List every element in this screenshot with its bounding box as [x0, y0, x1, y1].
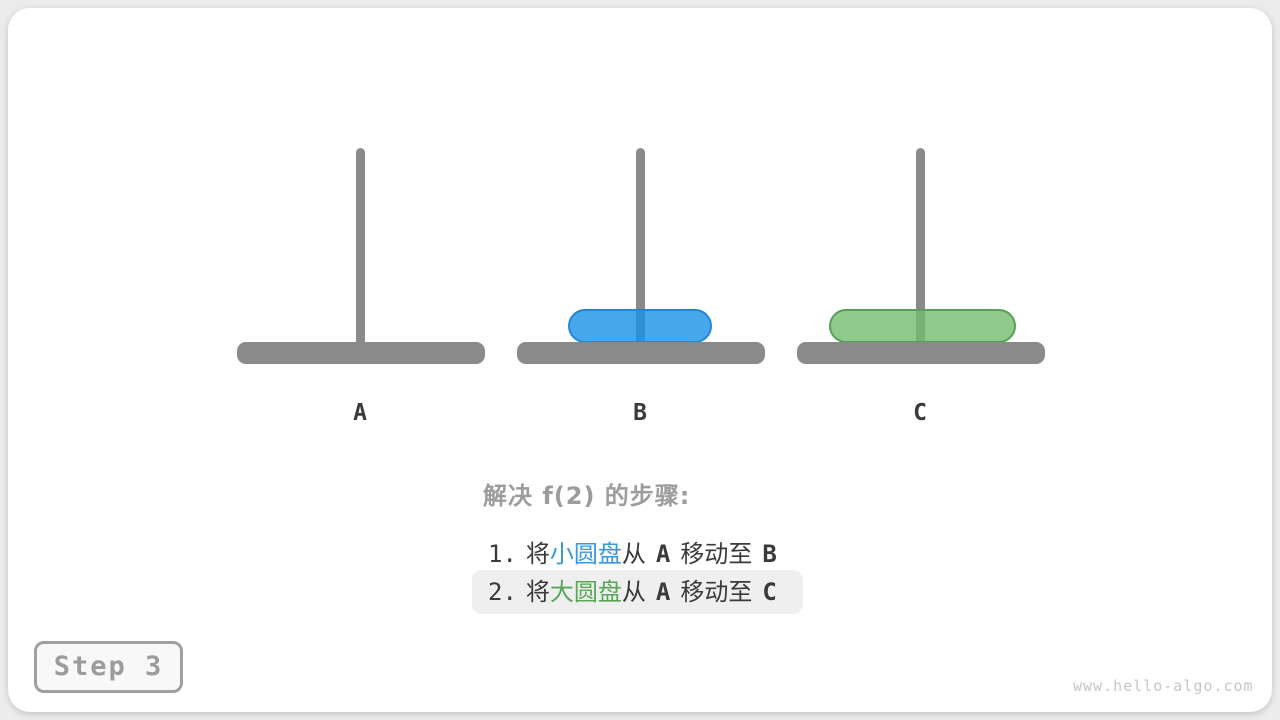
step-badge: Step 3	[34, 641, 183, 693]
peg-c-label: C	[913, 400, 927, 426]
peg-b-label: B	[633, 400, 647, 426]
step-2-seg1: 从	[621, 578, 646, 606]
step-2-to-peg: C	[762, 578, 777, 606]
peg-c-base	[797, 342, 1045, 364]
peg-a-base	[237, 342, 485, 364]
peg-c	[916, 148, 925, 348]
step-2-disk-word: 大圆盘	[549, 578, 622, 606]
peg-a-label: A	[353, 400, 367, 426]
watermark: www.hello-algo.com	[1073, 677, 1254, 695]
steps-title: 解决 f(2) 的步骤:	[483, 482, 691, 510]
step-2-pre: 将	[525, 578, 550, 606]
peg-b	[636, 148, 645, 348]
step-1-number: 1.	[488, 540, 517, 568]
step-1-pre: 将	[525, 540, 550, 568]
step-1-seg2: 移动至	[680, 540, 753, 568]
step-1-to-peg: B	[762, 540, 777, 568]
step-1-disk-word: 小圆盘	[549, 540, 622, 568]
peg-a	[356, 148, 365, 348]
step-1-seg1: 从	[621, 540, 646, 568]
peg-b-base	[517, 342, 765, 364]
step-2-seg2: 移动至	[680, 578, 753, 606]
large-disk	[829, 309, 1016, 343]
small-disk	[568, 309, 712, 343]
step-2-from-peg: A	[655, 578, 671, 606]
step-1-from-peg: A	[655, 540, 671, 568]
step-2-number: 2.	[488, 578, 517, 606]
